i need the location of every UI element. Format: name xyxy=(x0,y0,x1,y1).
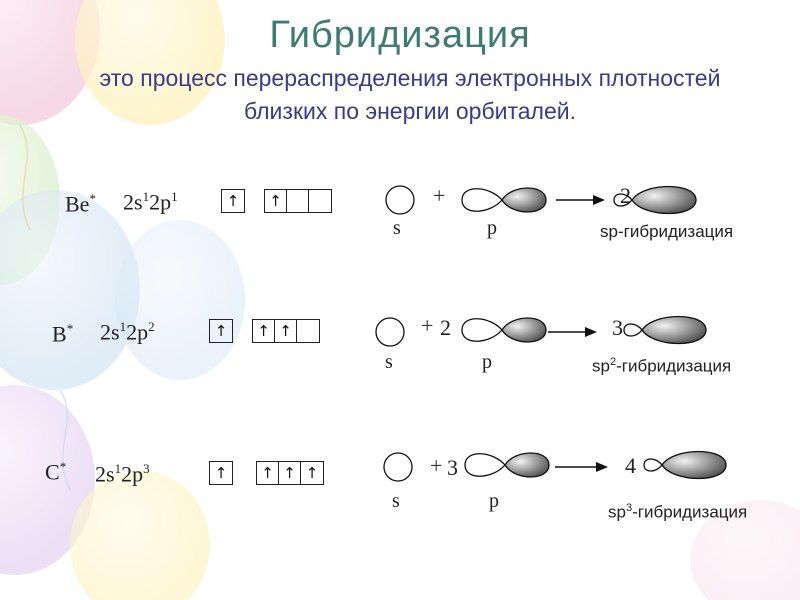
page-subtitle: это процесс перераспределения электронны… xyxy=(99,65,721,124)
page-title: Гибридизация xyxy=(269,14,531,56)
